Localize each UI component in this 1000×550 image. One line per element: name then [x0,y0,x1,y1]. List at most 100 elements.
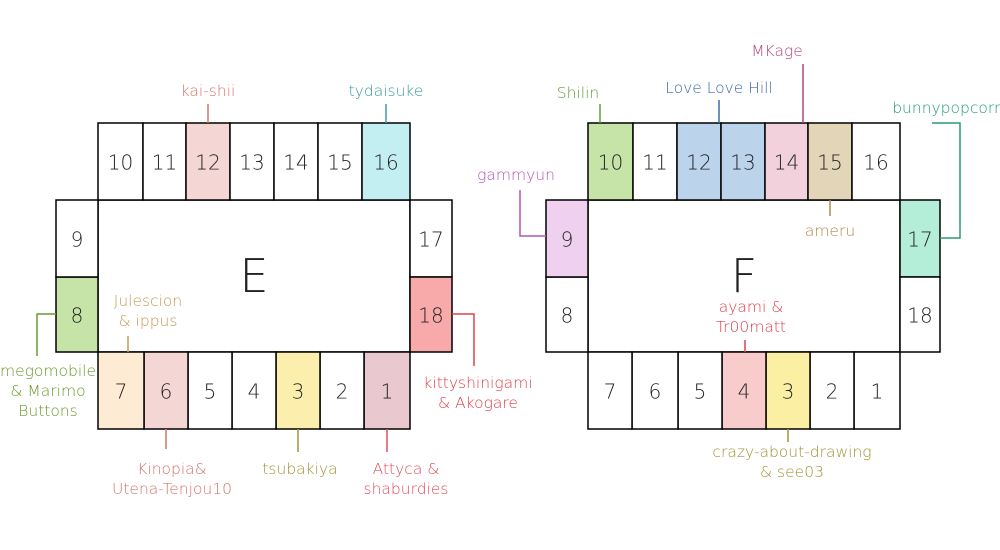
block-e-table-1: 1 [363,351,411,430]
block-f-table-12-number: 12 [686,151,711,175]
block-f-table-6-cell [631,351,679,430]
block-f-table-14-cell [764,122,809,201]
block-e-table-16: 16 [361,122,411,201]
block-e-table-11: 11 [142,122,187,201]
block-f-label-t14: MKage [751,42,804,123]
block-e-table-6: 6 [143,351,189,430]
block-f-label-t17-line: bunnypopcorn [892,99,1000,117]
block-e-label-t6-line: Utena-Tenjou10 [112,480,232,498]
block-f-label-t4: ayami & Tr00matt [716,298,786,352]
block-f-table-15: 15 [807,122,853,201]
block-e-table-13-number: 13 [239,151,264,175]
block-e-label-t16: tydaisuke [349,82,424,123]
block-e-table-4-number: 4 [248,380,261,404]
block-f-table-14: 14 [764,122,809,201]
block-e-table-17-number: 17 [418,228,443,252]
block-e-table-17: 17 [409,199,453,278]
block-e-table-17-cell [409,199,453,278]
block-e-label-t18: kittyshinigami & Akogare [423,313,533,412]
block-f-table-11: 11 [632,122,678,201]
block-e-table-11-cell [142,122,187,201]
block-f-table-1: 1 [853,351,901,430]
block-e-label-t1-line: Attyca & [373,460,440,478]
block-e-label-t1: Attyca & shaburdies [364,429,449,498]
block-e-label-t7-line: & ippus [119,312,178,330]
block-e-table-2: 2 [319,351,365,430]
block-e-table-2-cell [319,351,365,430]
block-f-label-t15-line: ameru [805,222,855,240]
block-f-table-3: 3 [765,351,811,430]
block-f-table-4: 4 [721,351,767,430]
block-e-label-t12-line: kai-shii [181,82,236,100]
block-f-label-t17-leader [932,122,961,239]
block-f-label-t9: gammyun [477,166,555,237]
block-e-label-t7-line: Julescion [114,292,182,310]
block-f-table-3-number: 3 [782,380,795,404]
block-e-table-4: 4 [231,351,277,430]
block-e-table-16-cell [361,122,411,201]
block-e-table-5: 5 [187,351,233,430]
block-e-table-15-cell [317,122,363,201]
block-f-table-7-cell [587,351,633,430]
block-f-table-9-cell [545,199,589,278]
block-e-table-10-number: 10 [108,151,133,175]
block-e-label-t18-leader [452,313,475,366]
block-f-label-t3-line: crazy-about-drawing [712,443,871,461]
block-e-center [97,199,411,353]
block-e-label-t12: kai-shii [181,82,236,123]
block-f-table-1-number: 1 [871,380,884,404]
block-e-table-9: 9 [55,199,99,278]
block-e-label-t8-leader [36,313,56,356]
block-f-table-7-number: 7 [604,380,617,404]
block-f-table-16-cell [851,122,901,201]
block-e-table-5-number: 5 [204,380,217,404]
block-e-table-18-number: 18 [418,304,443,328]
block-e-label-t1-line: shaburdies [364,480,449,498]
block-f-table-5-number: 5 [694,380,707,404]
block-e-label-t16-line: tydaisuke [349,82,424,100]
block-f-table-10-cell [587,122,634,201]
block-f-table-13: 13 [720,122,766,201]
block-f-table-14-number: 14 [774,151,799,175]
block-f-table-15-cell [807,122,853,201]
block-f-table-18-cell [899,276,941,353]
block-e-table-15: 15 [317,122,363,201]
block-e-table-9-cell [55,199,99,278]
block-f-table-12-cell [676,122,722,201]
block-f-table-17-number: 17 [907,228,932,252]
block-f-table-9: 9 [545,199,589,278]
block-f-label-t14-line: MKage [751,42,803,60]
block-e-label-t18-line: & Akogare [438,394,518,412]
block-e-letter: E [239,249,268,303]
block-e-table-14-number: 14 [283,151,308,175]
block-f-table-13-cell [720,122,766,201]
block-e-label-t18-line: kittyshinigami [423,374,532,392]
block-f-table-5: 5 [677,351,723,430]
block-f-table-17: 17 [899,199,941,278]
block-e-table-16-number: 16 [373,151,398,175]
block-f-table-2-number: 2 [826,380,839,404]
block-e-label-t8-line: & Marimo [10,382,85,400]
block-f-table-8: 8 [545,276,589,353]
block-e-label-t7: Julescion & ippus [114,292,182,352]
block-e-table-7-cell [97,351,145,430]
block-e-table-1-number: 1 [381,380,394,404]
block-f-label-t3-line: & see03 [760,463,824,481]
block-e-table-3-cell [275,351,321,430]
block-e-table-15-number: 15 [327,151,352,175]
block-f-label-t17: bunnypopcorn [892,99,1000,239]
block-f-table-7: 7 [587,351,633,430]
block-e-table-13-cell [229,122,275,201]
block-f-table-2-cell [809,351,855,430]
block-e-table-14: 14 [273,122,319,201]
block-f-label-t10-line: Shilin [557,84,599,102]
block-f-table-18: 18 [899,276,941,353]
block-e-table-1-cell [363,351,411,430]
block-e-table-13: 13 [229,122,275,201]
block-f-label-t4-line: Tr00matt [716,318,786,336]
block-e-table-12: 12 [185,122,231,201]
block-f-label-t4-line: ayami & [719,298,784,316]
